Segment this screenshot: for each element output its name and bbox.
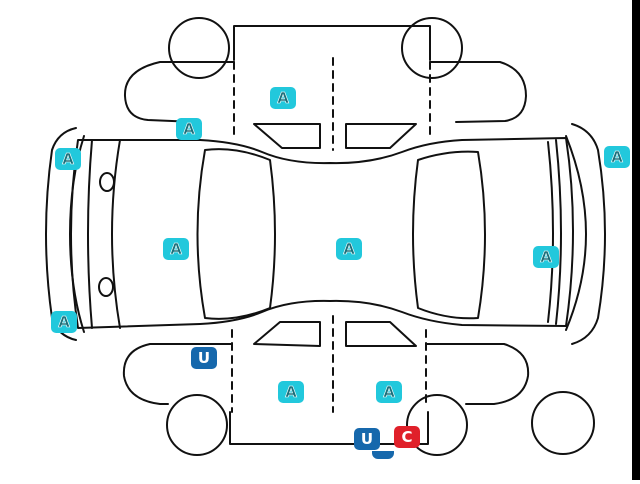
wheel-front-left — [168, 17, 230, 79]
front-fender-left — [123, 61, 235, 123]
mark-shadow-tail — [372, 451, 394, 459]
damage-mark-front-bumper-right[interactable]: A — [604, 146, 630, 168]
front-window-right — [345, 123, 417, 149]
rear-fender-right — [425, 343, 530, 405]
wheel-rear-left — [166, 394, 228, 456]
rear-bumper-band-2 — [547, 141, 554, 323]
rear-bumper-outer — [571, 123, 606, 345]
hood-panel — [233, 25, 431, 61]
headlight-lower — [98, 277, 114, 297]
front-fender-right — [429, 61, 527, 123]
right-edge-bar — [632, 0, 640, 480]
damage-mark-rear-fender-right[interactable]: A — [376, 381, 402, 403]
damage-mark-front-bumper-left[interactable]: A — [55, 148, 81, 170]
damage-mark-corrosion-bottom[interactable]: C — [394, 426, 420, 448]
windshield-front — [196, 148, 276, 320]
damage-mark-roof-rear[interactable]: A — [533, 246, 559, 268]
front-window-left — [253, 123, 321, 149]
front-grille — [111, 139, 121, 329]
headlight-upper — [99, 172, 115, 192]
damage-mark-rear-bumper[interactable]: A — [51, 311, 77, 333]
spare-wheel — [531, 391, 595, 455]
trunk-panel — [229, 411, 429, 445]
rear-window-left — [253, 321, 321, 347]
rear-bumper-band — [555, 139, 562, 325]
wheel-rear-right — [406, 394, 468, 456]
damage-mark-roof-center[interactable]: A — [336, 238, 362, 260]
body-outline — [70, 137, 574, 329]
damage-mark-dent-bottom[interactable]: U — [354, 428, 380, 450]
damage-mark-dent-side[interactable]: U — [191, 347, 217, 369]
damage-mark-roof-front[interactable]: A — [163, 238, 189, 260]
front-bumper-band — [87, 139, 93, 329]
damage-mark-hood[interactable]: A — [270, 87, 296, 109]
windshield-rear — [412, 150, 486, 320]
rear-fender-left — [122, 343, 233, 405]
damage-mark-front-left-fender[interactable]: A — [176, 118, 202, 140]
rear-bumper-inner — [565, 135, 587, 331]
damage-mark-rear-fender-left[interactable]: A — [278, 381, 304, 403]
wheel-front-right — [401, 17, 463, 79]
rear-window-right — [345, 321, 417, 347]
